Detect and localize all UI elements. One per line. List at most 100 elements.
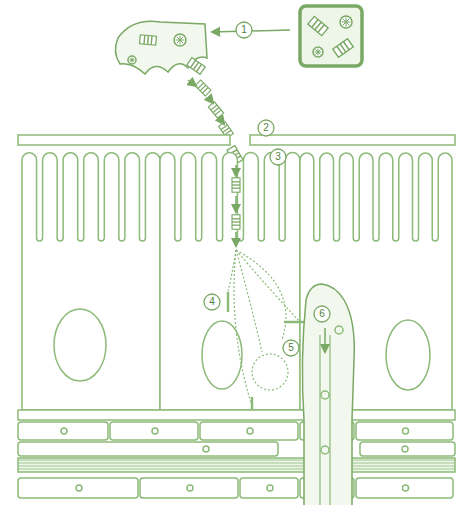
virus-sphere [128,56,136,64]
migrating-cell [302,284,354,505]
stromal-nucleus [187,485,193,491]
arrow [235,165,237,176]
virus-rod-stripe [143,35,145,44]
callout-number: 3 [270,149,286,165]
stromal-cell [110,422,198,440]
virus-rod [187,58,205,75]
stromal-nucleus [203,446,209,452]
callout-number: 5 [283,340,299,356]
virus-sphere-outline [340,16,352,28]
stromal-nucleus [152,428,158,434]
muscle-band [18,458,455,472]
virus-rod-body [208,102,223,118]
virus-rod-body [308,16,328,35]
marker-tick [227,292,230,312]
virus-sphere-spoke [343,19,349,25]
virus-rod-stripe [202,87,208,93]
callout-number: 1 [236,22,252,38]
virus-sphere-outline [128,56,136,64]
stromal-cell [18,422,108,440]
stromal-nucleus [247,428,253,434]
virus-sphere-spoke [130,58,134,62]
muscle-stripe [18,469,455,470]
stromal-cell [356,478,453,498]
virus-rod-body [232,178,240,192]
virus-rod-body [333,39,353,58]
arrow [209,98,213,103]
virus-rod-stripe [196,64,201,71]
callout-number: 4 [204,294,220,310]
vesicle [321,446,329,454]
virus-rod [140,35,157,45]
callout-circle [258,120,274,136]
virus-rod [232,178,240,192]
virus-rod-stripe [318,25,324,33]
virus-sphere-spoke [177,37,183,43]
surface-band [18,135,230,145]
virus-rod-stripe [232,181,240,182]
arrow [221,120,224,124]
virus-rod-stripe [225,130,232,135]
virus-rod [232,215,240,229]
stromal-cell [18,478,138,498]
stromal-cell [18,442,278,456]
callout-circles [204,22,330,356]
virus-rod-body [187,58,205,75]
callout-number: 6 [314,306,330,322]
virus-rod [208,102,223,118]
drawing [18,6,455,505]
virus-rod [308,16,328,35]
virus-sphere-outline [174,34,186,46]
stromal-cell [356,422,453,440]
callout-number: 2 [258,120,274,136]
marker-tick [284,321,304,324]
epithelial-cell [22,153,160,410]
stromal-cell [200,422,298,440]
vesicle [321,391,329,399]
virus-rod [195,80,211,96]
virus-rod-body [140,35,157,45]
stromal-nucleus [76,485,82,491]
stromal-nucleus [403,485,409,491]
arrow [235,232,237,246]
virus-rod-body [195,80,211,96]
arrow [324,328,326,352]
spread-path [234,250,252,406]
cell-channel [320,335,330,505]
virus-sphere-outline [313,47,323,57]
nucleus [54,309,106,381]
callout-circle [283,340,299,356]
virus-rod-stripe [150,36,152,45]
cell-fragment [115,21,207,74]
callout-circle [204,294,220,310]
spread-path [236,250,262,352]
muscle-stripe [18,463,455,464]
muscle-stripe [18,466,455,467]
virus-rod-stripe [215,110,221,115]
virus-sphere [174,34,186,46]
arrow [188,80,196,86]
virus-rod-stripe [147,36,149,45]
virus-rod-stripe [343,42,349,50]
stromal-nucleus [403,428,409,434]
nucleus [386,320,430,390]
stromal-nucleus [402,446,408,452]
virus-sphere [313,47,323,57]
virus-rod-stripe [232,188,240,189]
spread-path [236,250,286,340]
basement-band [18,410,455,420]
stromal-nucleus [61,428,67,434]
virus-sphere-spoke [316,50,321,55]
virus-rod-stripe [232,218,240,219]
surface-band [250,135,455,145]
stromal-cell [360,442,455,456]
vesicle [335,326,343,334]
stromal-cell [240,478,298,498]
source-box [300,6,362,66]
virus-rod-stripe [232,225,240,226]
virus-sphere [340,16,352,28]
virus-rod-stripe [232,221,240,222]
stromal-nucleus [267,485,273,491]
